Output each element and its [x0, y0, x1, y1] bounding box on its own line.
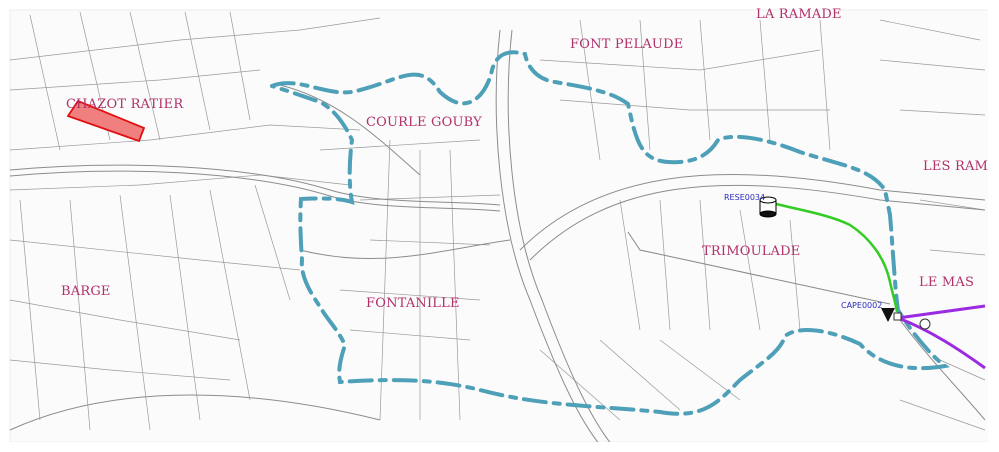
- place-chazot-ratier: CHAZOT RATIER: [66, 97, 184, 112]
- capture-icon[interactable]: [881, 308, 895, 322]
- capture-code-label: CAPE0002: [841, 301, 882, 310]
- reservoir-code-label: RESE0034: [724, 193, 765, 202]
- place-la-ramade: LA RAMADE: [756, 7, 842, 22]
- reservoir-icon[interactable]: [759, 196, 777, 218]
- place-trimoulade: TRIMOULADE: [702, 244, 800, 259]
- place-barge: BARGE: [61, 284, 111, 299]
- purple-pipes: [897, 304, 986, 370]
- roads: [9, 29, 986, 446]
- commune-boundary: [270, 50, 950, 416]
- survey-line: [627, 231, 891, 305]
- place-courle-gouby: COURLE GOUBY: [366, 115, 482, 130]
- node-circle-icon: [919, 318, 931, 330]
- node-square-icon: [893, 312, 902, 321]
- place-les-rama: LES RAMA: [923, 159, 998, 174]
- highlighted-parcel[interactable]: [66, 99, 146, 143]
- parcel-lines: [9, 11, 986, 431]
- place-le-mas: LE MAS: [919, 275, 974, 290]
- place-fontanille: FONTANILLE: [366, 296, 460, 311]
- place-font-pelaude: FONT PELAUDE: [570, 37, 683, 52]
- green-pipe: [771, 201, 899, 313]
